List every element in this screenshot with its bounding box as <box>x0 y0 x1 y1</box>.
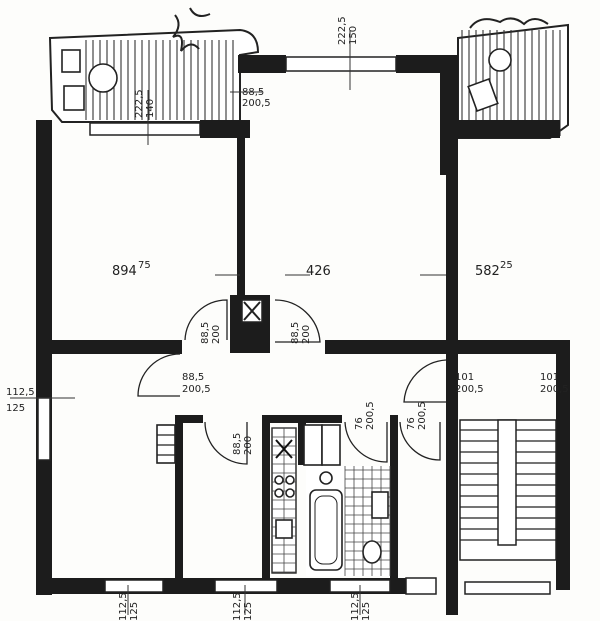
dim-stair-door-bottom: 200,5 <box>540 384 569 395</box>
room-left-area: 894 <box>112 264 137 279</box>
window-bottom-2 <box>214 579 278 593</box>
dim-hall-door-top: 88,5 <box>182 372 204 383</box>
kitchen-vent-cross <box>275 439 293 459</box>
stair-landing-window <box>464 581 551 595</box>
stove-burner-3 <box>274 488 284 498</box>
dim-entry-door-top: 101 <box>455 372 474 383</box>
stairwell <box>405 419 557 595</box>
stove-burner-2 <box>285 475 295 485</box>
dim-bottom-w3-top: 112,5 <box>350 592 361 621</box>
dim-left-window-top: 112,5 <box>6 387 35 398</box>
stove-burner-4 <box>285 488 295 498</box>
dim-balcony-left-top: 222,5 <box>134 89 145 118</box>
stair-steps <box>460 429 556 541</box>
dim-left-window-bottom: 125 <box>6 403 25 414</box>
dim-bottom-w2-bottom: 125 <box>243 602 254 621</box>
dim-bottom-w2-top: 112,5 <box>232 592 243 621</box>
balcony-chair-left <box>61 49 118 111</box>
dim-door-c2-top: 88,5 <box>290 322 301 344</box>
dim-door-c2-bottom: 200 <box>301 325 312 344</box>
dim-bottom-w3-bottom: 125 <box>361 602 372 621</box>
dim-kitchen-door-top: 88,5 <box>232 433 243 455</box>
toilet <box>362 540 382 564</box>
dim-middle-window-bottom: 150 <box>348 26 359 45</box>
washbasin <box>371 491 389 519</box>
dim-bottom-w1-bottom: 125 <box>129 602 140 621</box>
dim-bottom-w1-top: 112,5 <box>118 592 129 621</box>
dim-stair-door-top: 101 <box>540 372 559 383</box>
divider-ticks <box>10 274 446 399</box>
room-right-area: 582 <box>475 264 500 279</box>
room-left-area-sup: 75 <box>138 260 151 271</box>
window-middle-top <box>285 56 397 72</box>
dim-bath-door-bottom: 200,5 <box>365 401 376 430</box>
dim-door-bottom: 200,5 <box>242 98 271 109</box>
dim-entry-door-bottom: 200,5 <box>455 384 484 395</box>
room-area-labels: 894 75 426 582 25 <box>112 260 513 279</box>
cabinet-right <box>321 424 341 466</box>
balcony-table-right <box>488 48 512 72</box>
balcony-plant-right <box>469 17 549 29</box>
room-middle-area: 426 <box>306 264 331 279</box>
window-balcony-left <box>89 122 201 136</box>
shaft-cross <box>243 301 261 321</box>
kitchen <box>271 424 341 574</box>
dim-door-c1-top: 88,5 <box>200 322 211 344</box>
room-right-area-sup: 25 <box>500 260 513 271</box>
dim-door-c1-bottom: 200 <box>211 325 222 344</box>
bathroom <box>306 466 391 576</box>
balcony-plant-left <box>172 7 211 52</box>
cabinet-left <box>303 424 323 466</box>
door-arcs <box>137 299 447 465</box>
dimension-labels: 222,5 140 222,5 150 88,5 200,5 88,5 200 … <box>6 16 569 621</box>
kitchen-sink <box>275 519 293 539</box>
dim-wc-door-bottom: 200,5 <box>417 401 428 430</box>
dim-hall-door-bottom: 200,5 <box>182 384 211 395</box>
window-bottom-1 <box>104 579 164 593</box>
stair-well-eye <box>497 419 517 546</box>
stair-entry-step <box>405 577 437 595</box>
dim-wc-door-top: 76 <box>406 417 417 430</box>
wardrobe-hooks <box>156 424 176 464</box>
interior-walls <box>52 138 570 615</box>
dim-bath-door-top: 76 <box>354 417 365 430</box>
dimension-guides <box>127 30 361 615</box>
stove-burner-1 <box>274 475 284 485</box>
bath-tiles <box>344 466 391 576</box>
balcony-chair-right <box>467 77 499 113</box>
bathtub <box>309 489 343 571</box>
dim-middle-window-top: 222,5 <box>337 16 348 45</box>
window-left-side <box>37 397 51 461</box>
bath-sink <box>319 471 333 485</box>
dim-balcony-left-bottom: 140 <box>145 99 156 118</box>
dim-kitchen-door-bottom: 200 <box>243 436 254 455</box>
